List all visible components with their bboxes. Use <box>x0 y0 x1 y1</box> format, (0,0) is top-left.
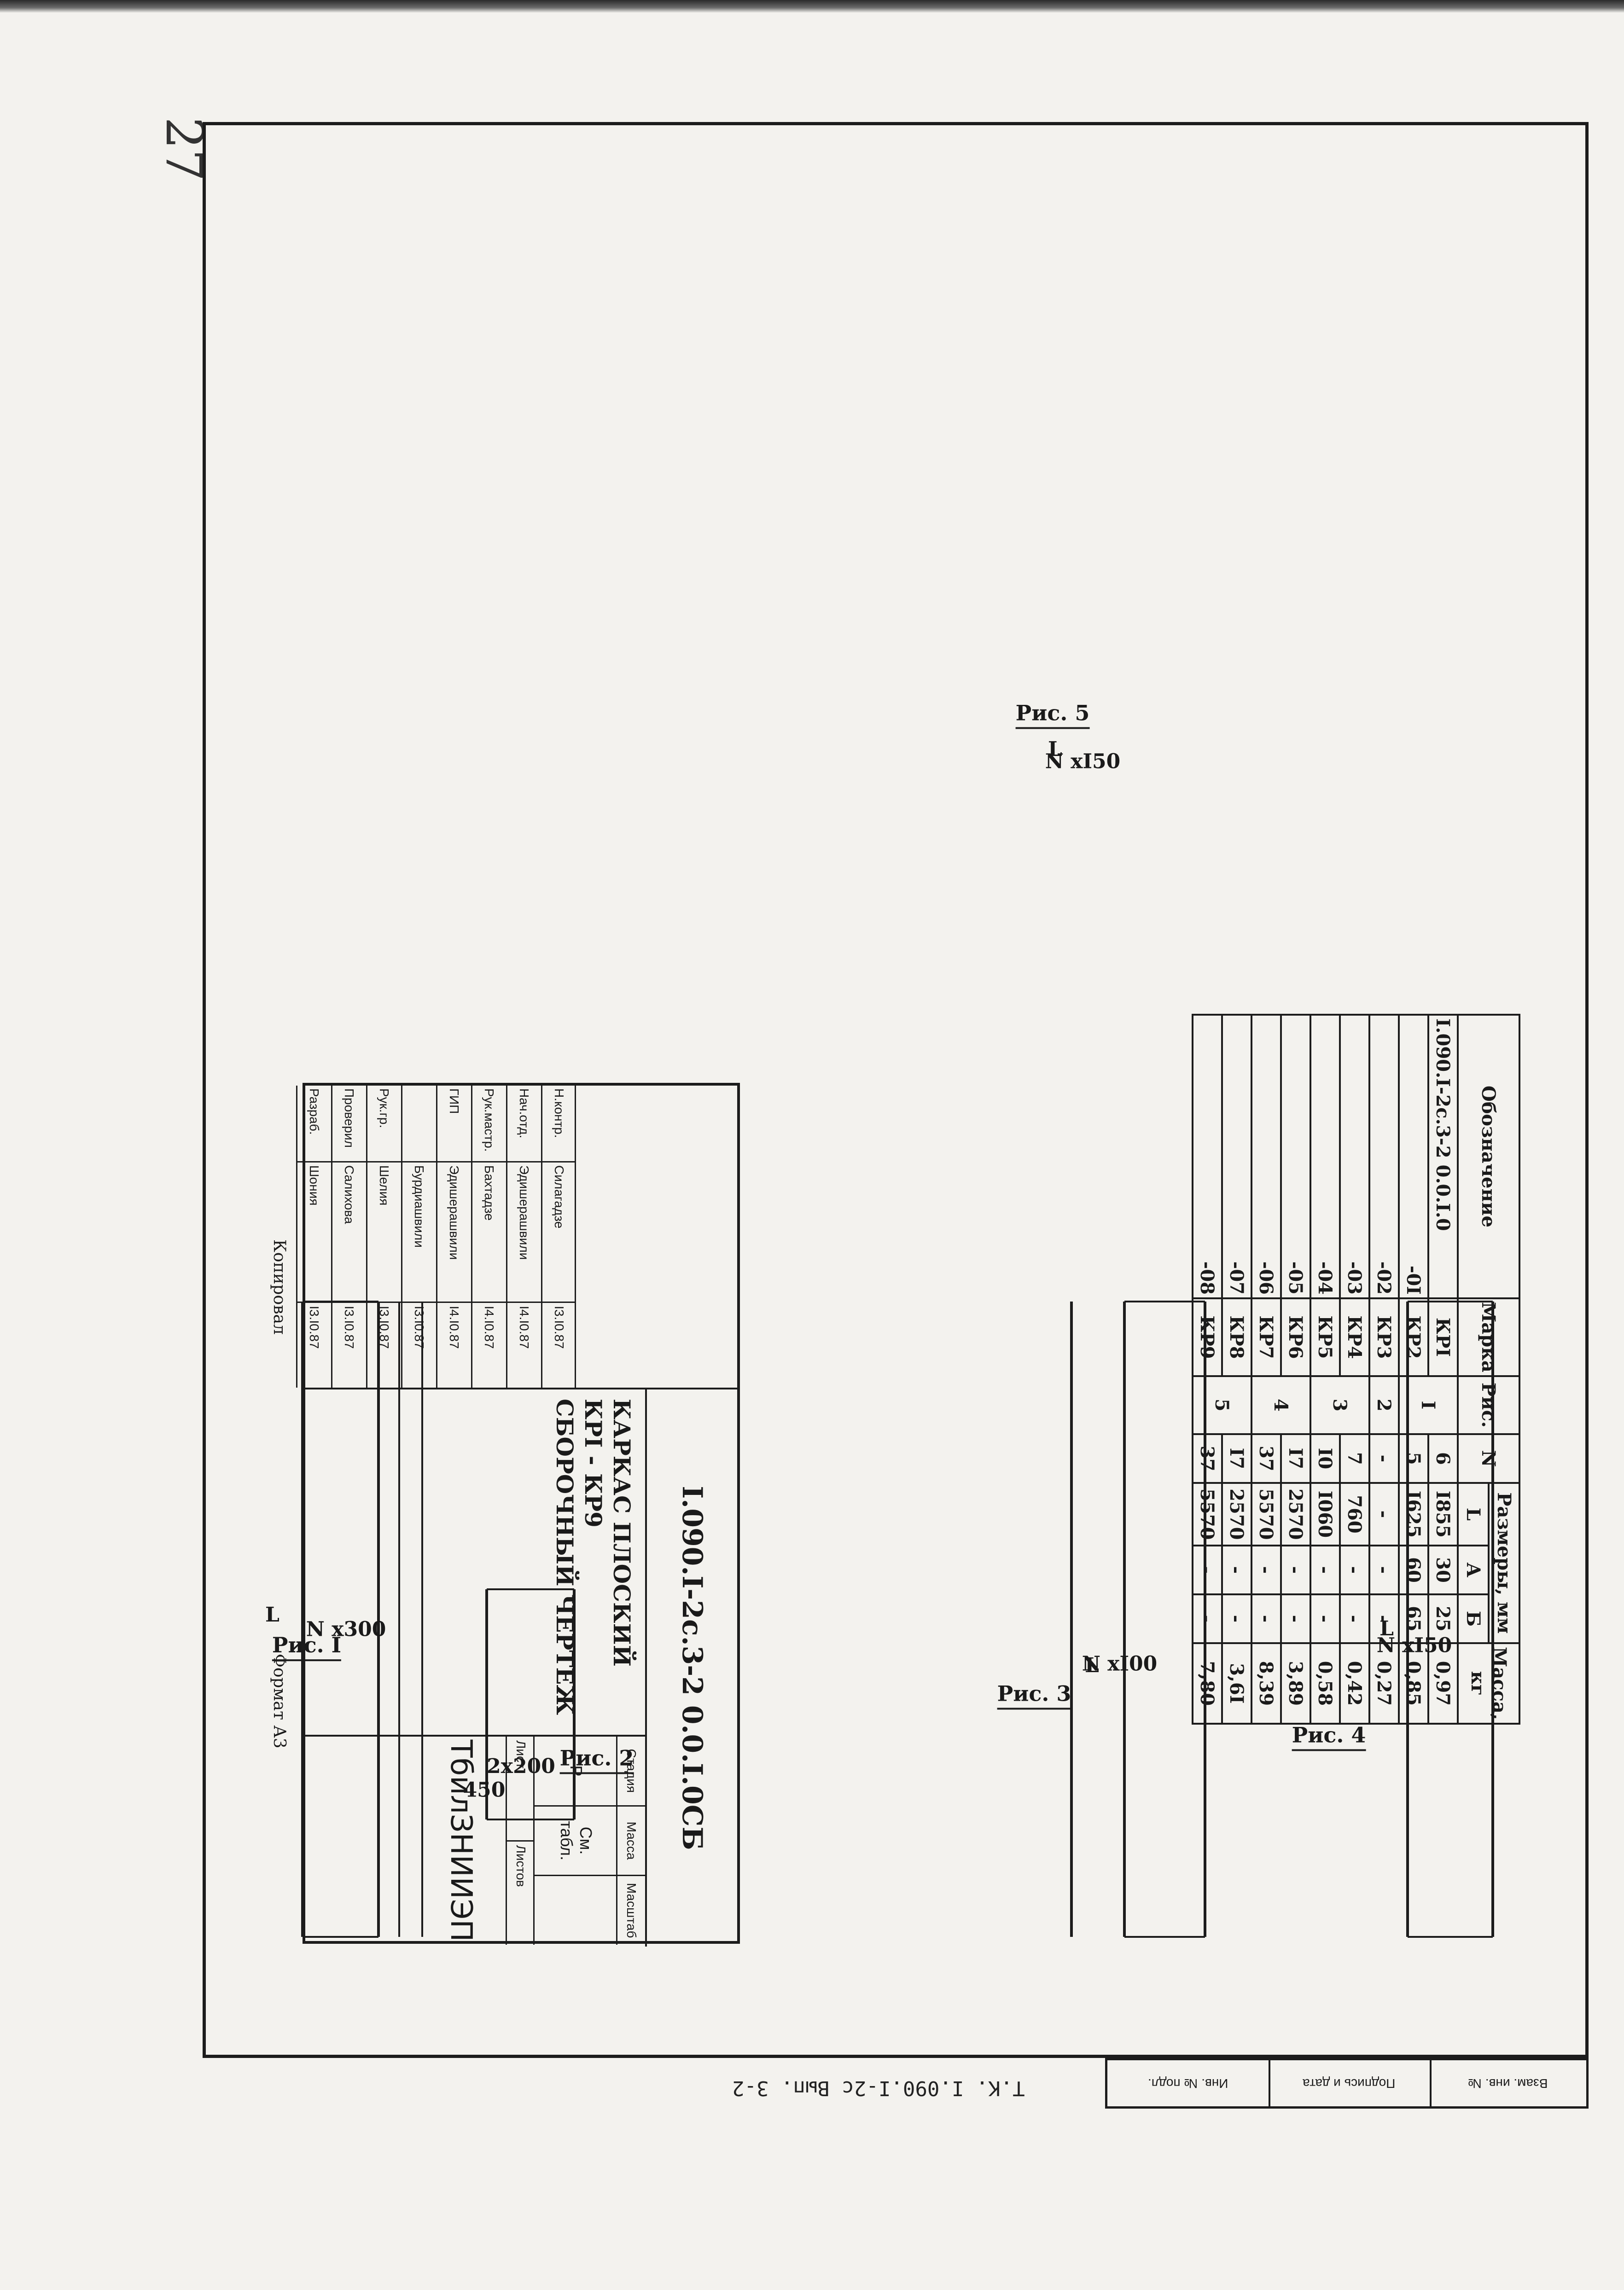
fig3-len: L <box>1085 1653 1099 1677</box>
fig3-label: Рис. 3 <box>997 1681 1071 1710</box>
fig5-label: Рис. 5 <box>1015 700 1090 729</box>
fig1-len: L <box>265 1603 279 1627</box>
fig2-drawing <box>485 1588 576 1820</box>
drawing-sheet: Обозначение Марка Рис. N Размеры, мм Мас… <box>203 122 1589 2058</box>
fig2-label: Рис. 2 <box>559 1745 634 1774</box>
fig1-pitch: N x300 <box>306 1617 386 1641</box>
fig3-drawing <box>1123 1301 1206 1938</box>
strip-inv-orig: Инв. № подл. <box>1147 2076 1228 2091</box>
fig2-total: 450 <box>463 1778 506 1802</box>
album-note: Т.К. I.090.I-2с Вып. 3-2 <box>732 2076 1025 2100</box>
fig4-label: Рис. 4 <box>1292 1722 1366 1751</box>
figure-lines <box>301 1301 1494 1938</box>
fig1-drawing <box>301 1301 423 1938</box>
binding-strip: Инв. № подл. Подпись и дата Взам. инв. № <box>1105 2058 1589 2109</box>
fig2-pitch: 2x200 <box>487 1754 555 1778</box>
fig5-len: L <box>1048 737 1062 761</box>
scan-edge <box>0 0 1624 13</box>
strip-replace: Взам. инв. № <box>1468 2076 1548 2091</box>
fig4-drawing <box>1406 1301 1494 1938</box>
strip-signature: Подпись и дата <box>1303 2076 1396 2091</box>
drawing-canvas: Обозначение Марка Рис. N Размеры, мм Мас… <box>206 125 1592 2061</box>
fig4-len: L <box>1380 1616 1394 1640</box>
